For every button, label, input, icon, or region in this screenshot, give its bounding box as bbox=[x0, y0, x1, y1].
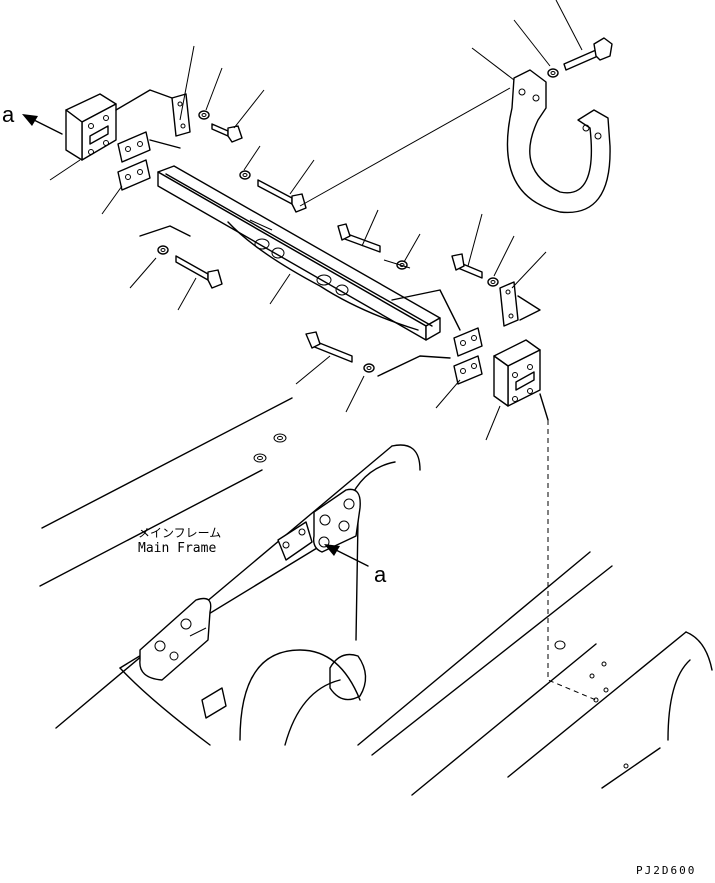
bolt-lower-left bbox=[175, 255, 223, 289]
main-frame-label-jp: メインフレーム bbox=[138, 526, 222, 540]
view-label-left: a bbox=[2, 102, 15, 127]
u-strap bbox=[506, 69, 611, 214]
left-shim-lower bbox=[117, 159, 151, 191]
bolt-top-right bbox=[563, 37, 613, 71]
frame-holes bbox=[253, 433, 629, 769]
left-shim-upper bbox=[117, 131, 181, 163]
hidden-line bbox=[547, 420, 597, 701]
right-vertical-spacer bbox=[499, 281, 541, 327]
right-shim-lower bbox=[453, 355, 483, 385]
frame-mounting-pad-lower bbox=[139, 597, 212, 681]
washer-lower-middle bbox=[363, 355, 451, 377]
washer-center-left bbox=[239, 170, 251, 180]
bolt-right-mid bbox=[451, 253, 483, 279]
leader-lines bbox=[49, 0, 583, 441]
view-arrow-frame bbox=[324, 544, 369, 567]
washer-top-right bbox=[547, 68, 559, 78]
right-shim-upper bbox=[391, 289, 483, 357]
view-label-frame: a bbox=[374, 562, 387, 587]
right-clamp-block bbox=[493, 339, 549, 421]
bolt-lower-middle bbox=[305, 331, 353, 363]
washer-upper-left bbox=[198, 110, 210, 120]
frame-mounting-pad-square bbox=[277, 521, 313, 561]
bolt-right-upper bbox=[337, 223, 381, 253]
assembly-lines bbox=[249, 87, 511, 269]
main-frame bbox=[39, 397, 713, 796]
frame-mounting-pad-small bbox=[201, 687, 227, 719]
washer-lower-left bbox=[139, 225, 191, 255]
view-arrow-left bbox=[22, 114, 63, 135]
channel-bar bbox=[157, 165, 441, 341]
drawing-code: PJ2D600 bbox=[636, 864, 697, 877]
main-frame-label-en: Main Frame bbox=[138, 541, 217, 556]
washer-right-upper bbox=[396, 260, 408, 270]
washer-right-mid bbox=[487, 277, 499, 287]
left-clamp-block bbox=[65, 89, 173, 161]
bolt-upper-left bbox=[211, 123, 243, 143]
frame-mounting-pad-upper bbox=[312, 488, 361, 553]
bolt-center-left bbox=[257, 179, 307, 213]
